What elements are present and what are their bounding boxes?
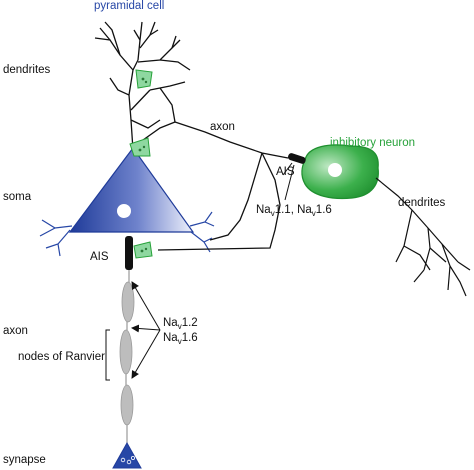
label-nodes-of-ranvier: nodes of Ranvier <box>18 351 105 363</box>
pyramidal-soma <box>68 146 195 233</box>
inhibitory-ais <box>287 153 306 164</box>
label-dendrites-left: dendrites <box>3 64 51 76</box>
inhibitory-dendrites <box>375 177 471 297</box>
label-pyramidal-cell: pyramidal cell <box>94 0 164 12</box>
terminal-vesicles <box>120 455 135 465</box>
myelin-segment <box>120 384 134 426</box>
nodes-bracket <box>105 329 110 381</box>
label-nav-inhibitory: Nav1.1, Nav1.6 <box>256 204 332 218</box>
synapse-boutons <box>129 69 153 259</box>
inhibitory-nucleus <box>328 163 342 177</box>
label-soma: soma <box>3 191 32 203</box>
myelin-segment <box>121 281 135 323</box>
apical-dendrites <box>94 21 191 151</box>
label-ais-right: AIS <box>276 166 295 178</box>
nav-right-leader <box>284 164 295 201</box>
myelinated-axon <box>119 281 135 426</box>
inhibitory-axon <box>142 87 289 251</box>
label-axon-top: axon <box>210 121 235 133</box>
pyramidal-ais <box>125 236 133 270</box>
axon-core <box>125 270 130 444</box>
soma-nucleus <box>117 204 131 218</box>
label-inhibitory-neuron: inhibitory neuron <box>330 137 415 149</box>
label-dendrites-right: dendrites <box>398 197 446 209</box>
nodes-arrows <box>131 281 161 379</box>
label-nav-nodes-2: Nav1.6 <box>163 332 198 346</box>
label-nav-nodes-1: Nav1.2 <box>163 317 198 331</box>
ais-right-leader <box>282 162 293 176</box>
label-synapse: synapse <box>3 454 46 466</box>
label-axon-left: axon <box>3 325 28 337</box>
label-ais-left: AIS <box>90 251 109 263</box>
axon-terminal <box>112 441 142 469</box>
myelin-segment <box>119 329 133 375</box>
